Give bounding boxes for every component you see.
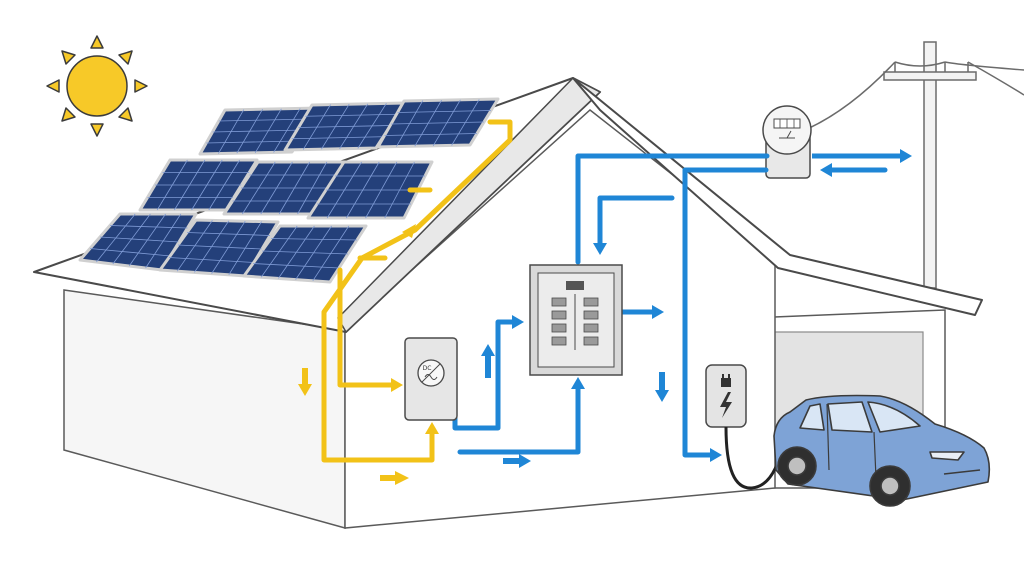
lightning-bolt-icon xyxy=(720,392,732,418)
electric-meter xyxy=(762,105,812,179)
utility-pole xyxy=(804,41,1024,289)
solar-panel xyxy=(283,101,407,152)
inverter-label: DC xyxy=(423,365,432,372)
dc-flow-arrows xyxy=(298,224,439,485)
ac-power-flow xyxy=(452,153,888,458)
plug-icon xyxy=(721,374,731,387)
inverter: DC xyxy=(404,337,458,421)
solar-panel xyxy=(376,97,500,149)
sine-wave-icon xyxy=(424,374,438,380)
solar-panel xyxy=(242,224,368,284)
breaker-panel xyxy=(529,264,623,376)
dc-power-flow xyxy=(321,119,513,463)
solar-panel xyxy=(306,160,434,220)
ac-flow-arrows xyxy=(481,149,912,468)
solar-panel-array xyxy=(78,97,500,284)
electric-car xyxy=(773,394,991,507)
sun-icon xyxy=(46,35,148,137)
